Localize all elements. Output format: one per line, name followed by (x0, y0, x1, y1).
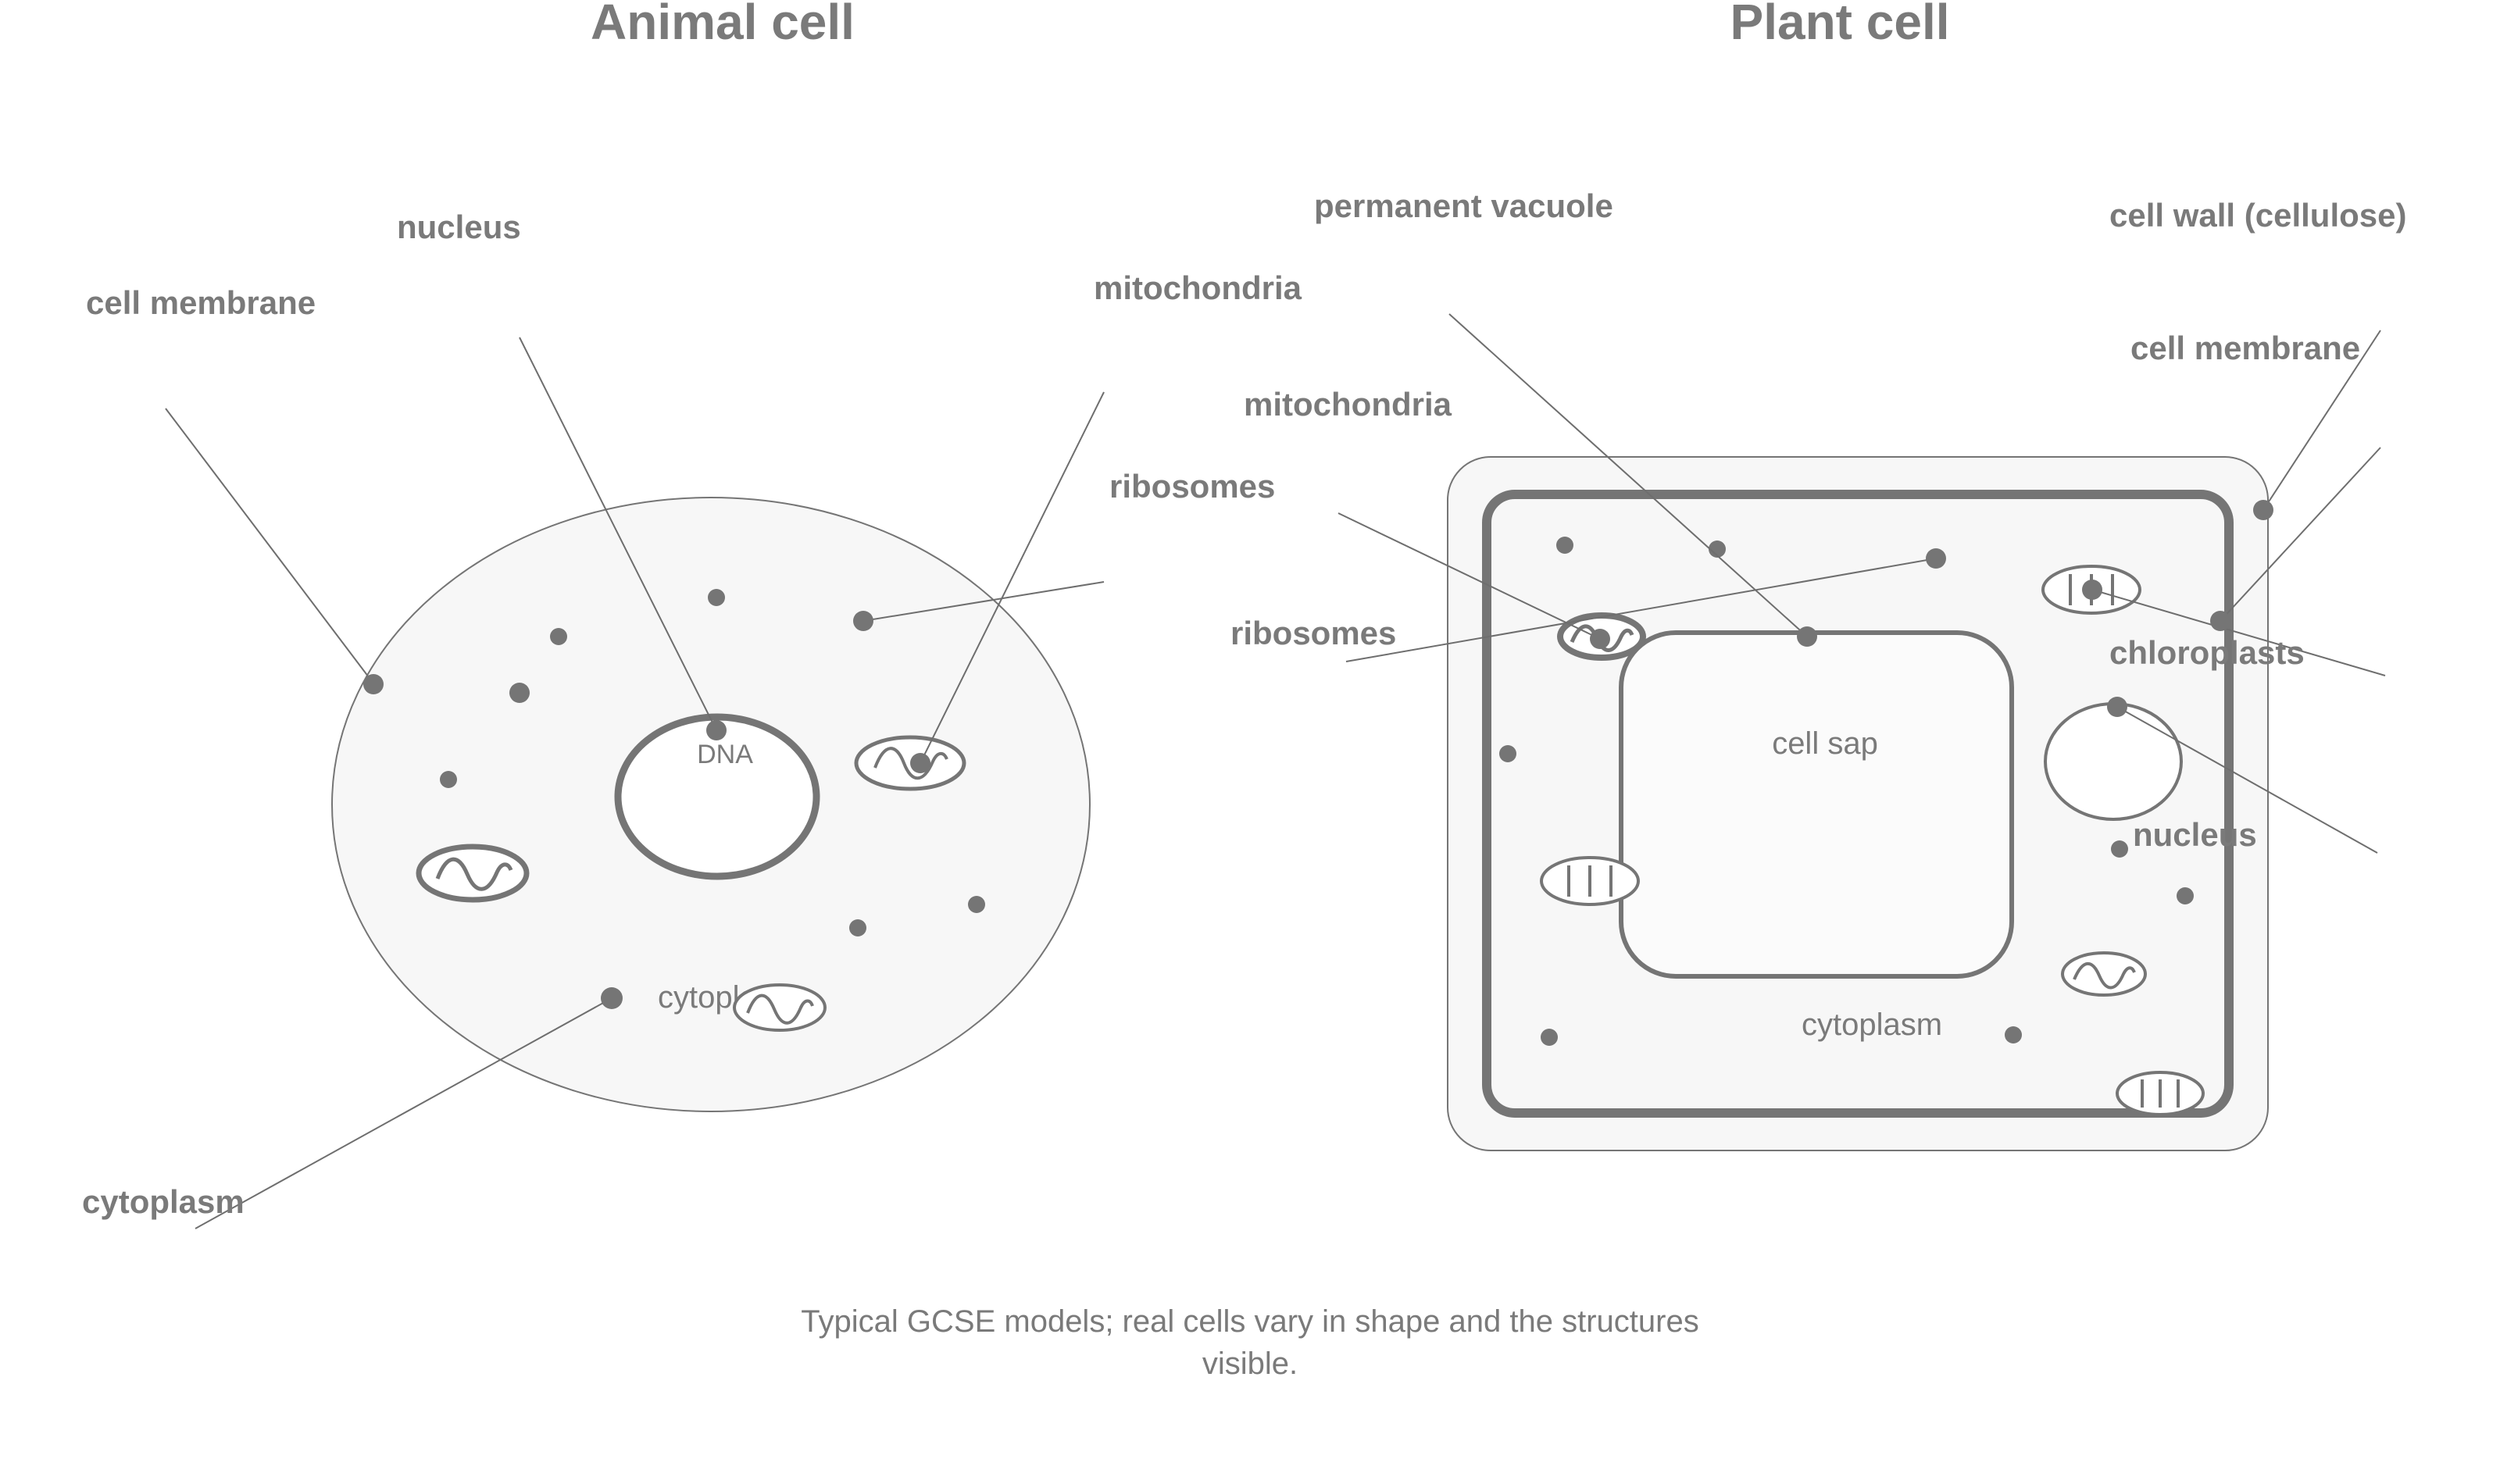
leader-anchor (2210, 611, 2230, 631)
animal-mitochondria-label: mitochondria (1094, 269, 1302, 306)
leader-line (2091, 589, 2386, 676)
caption: Typical GCSE models; real cells vary in … (801, 1304, 1699, 1381)
animal-nucleus (614, 713, 820, 880)
permanent-vacuole-label: permanent vacuole (1314, 187, 1613, 224)
plant-ribosome (2177, 887, 2194, 904)
leader-line (165, 408, 374, 684)
leader-line (1448, 313, 1808, 637)
animal-cell: DNA cytoplasm (82, 0, 1302, 1229)
plant-ribosomes-top-label: ribosomes (1109, 468, 1275, 505)
plant-ribosome (1541, 1029, 1558, 1046)
chloroplasts-label: chloroplasts (2109, 634, 2305, 671)
leader-line (862, 581, 1105, 622)
plant-ribosome (1499, 745, 1516, 762)
leader-anchor (2107, 697, 2127, 717)
leader-line (1345, 558, 1937, 662)
animal-ribosome (968, 896, 985, 913)
plant-ribosome (1556, 537, 1573, 554)
leader-line (2262, 330, 2381, 511)
leader-anchor (1926, 548, 1946, 569)
leader-anchor (910, 753, 930, 773)
animal-ribosome (509, 683, 530, 703)
plant-cell-membrane-label: cell membrane (2130, 330, 2360, 366)
animal-mitochondrion (416, 844, 530, 903)
animal-ribosome (550, 628, 567, 645)
animal-cell-membrane-label: cell membrane (86, 284, 316, 321)
leader-line (195, 997, 612, 1229)
leader-anchor (363, 674, 384, 694)
plant-mitochondrion (2061, 951, 2147, 997)
leader-anchor (1590, 629, 1610, 649)
animal-cytoplasm-label: cytoplasm (82, 1183, 245, 1220)
plant-ribosome (1709, 540, 1726, 558)
animal-cell-title: Animal cell (591, 0, 855, 50)
leader-anchor (601, 987, 623, 1009)
plant-ribosomes-label: ribosomes (1230, 615, 1396, 651)
leader-line (2220, 447, 2381, 622)
plant-ribosome (2005, 1026, 2022, 1043)
plant-cytoplasm-inner-label: cytoplasm (1802, 1008, 1942, 1042)
plant-ribosome (2111, 840, 2128, 858)
leader-anchor (853, 611, 873, 631)
chloroplast (1540, 856, 1640, 906)
plant-mitochondria-label: mitochondria (1244, 386, 1452, 423)
leader-anchor (1797, 626, 1817, 647)
animal-ribosome (708, 589, 725, 606)
leader-line (2116, 706, 2378, 854)
chloroplast (2116, 1071, 2205, 1116)
dna-label: DNA (697, 740, 753, 769)
animal-ribosome (849, 919, 866, 936)
plant-vacuole (1619, 630, 2014, 979)
leader-line (1338, 512, 1601, 640)
plant-nucleus (2044, 702, 2183, 821)
animal-ribosome (440, 771, 457, 788)
plant-cell: cell sap cytoplasm (1109, 0, 2406, 1151)
plant-cell-title: Plant cell (1730, 0, 1950, 50)
cell-sap-label: cell sap (1772, 726, 1878, 761)
leader-anchor (706, 720, 727, 740)
leader-line (519, 337, 717, 731)
leader-line (920, 391, 1105, 764)
animal-mitochondrion (733, 983, 827, 1032)
leader-anchor (2082, 580, 2102, 600)
leader-anchor (2253, 500, 2273, 520)
animal-nucleus-label: nucleus (397, 209, 521, 245)
cell-wall-label: cell wall (cellulose) (2109, 197, 2406, 234)
plant-nucleus-label: nucleus (2133, 816, 2257, 853)
